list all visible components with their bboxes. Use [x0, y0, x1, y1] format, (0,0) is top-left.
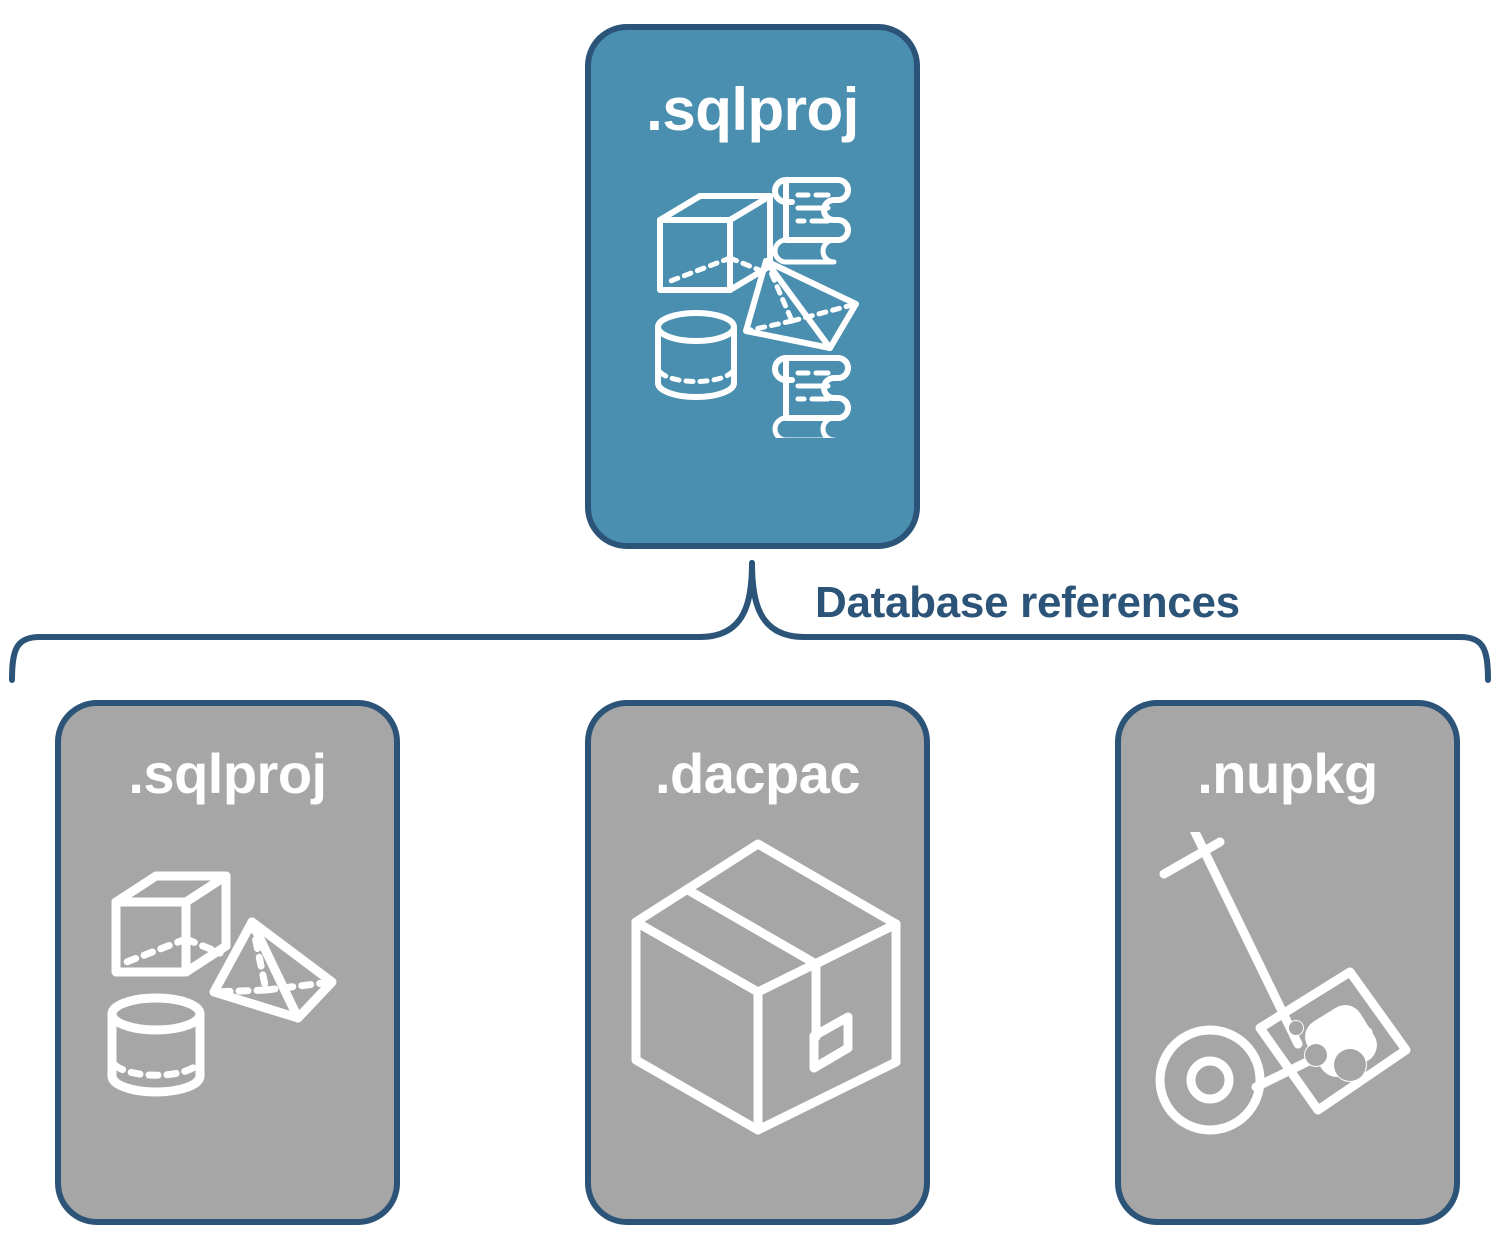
- pyramid-icon: [742, 258, 859, 351]
- icon-group-dacpac: [608, 832, 908, 1135]
- card-dacpac-reference[interactable]: .dacpac: [585, 700, 930, 1225]
- icon-group-sqlproj-reference: [78, 832, 378, 1132]
- pyramid-icon: [209, 917, 336, 1023]
- scroll-icon: [771, 355, 851, 438]
- scroll-icon: [771, 177, 851, 265]
- cylinder-icon: [107, 993, 204, 1097]
- card-nupkg-reference[interactable]: .nupkg: [1115, 700, 1460, 1225]
- cube-icon: [111, 871, 230, 977]
- package-box-icon: [631, 839, 900, 1135]
- cube-icon: [656, 193, 773, 293]
- card-title-dacpac: .dacpac: [654, 742, 861, 805]
- icon-group-nupkg: [1138, 832, 1438, 1135]
- card-title-nupkg: .nupkg: [1197, 742, 1378, 805]
- card-sqlproj-reference[interactable]: .sqlproj: [55, 700, 400, 1225]
- bracket-label-database-references: Database references: [815, 578, 1240, 627]
- database-references-bracket: [0, 540, 1500, 710]
- hand-truck-icon: [1155, 832, 1410, 1135]
- card-title-sqlproj-parent: .sqlproj: [646, 76, 859, 143]
- card-title-sqlproj-reference: .sqlproj: [128, 742, 327, 805]
- icon-group-sqlproj-parent: [638, 158, 868, 438]
- card-sqlproj-parent[interactable]: .sqlproj: [585, 24, 920, 549]
- cylinder-icon: [654, 310, 737, 400]
